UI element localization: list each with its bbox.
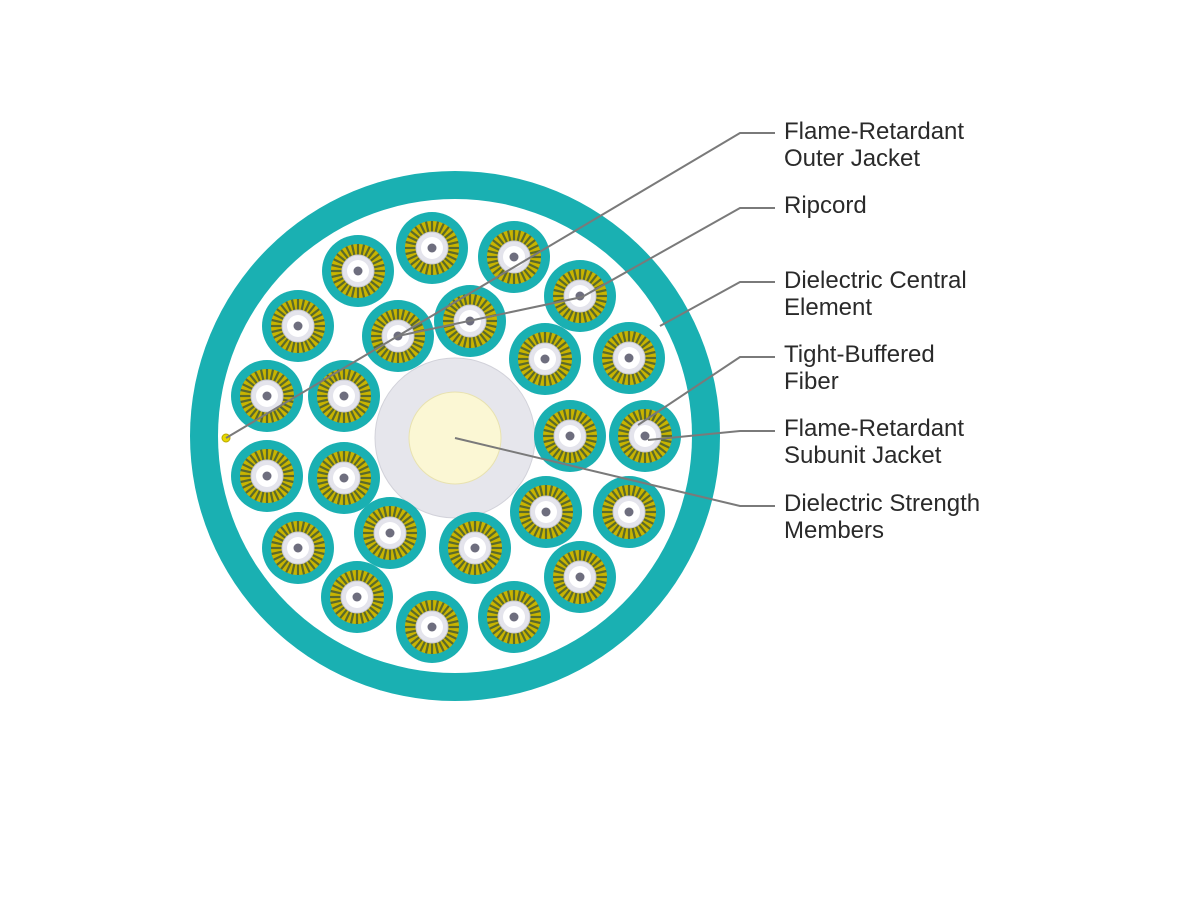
fiber-core bbox=[339, 473, 349, 483]
strength-yarn-strands bbox=[487, 590, 541, 644]
strength-yarn-strands bbox=[553, 269, 607, 323]
fiber-core bbox=[624, 507, 634, 517]
strength-yarn-strands bbox=[240, 449, 294, 503]
leader-line bbox=[225, 132, 775, 439]
leader-line bbox=[397, 207, 775, 337]
strength-yarn-strands bbox=[443, 294, 497, 348]
fiber-core bbox=[509, 612, 519, 622]
fiber-core bbox=[385, 528, 395, 538]
subunit bbox=[478, 581, 550, 653]
leader-line bbox=[637, 356, 775, 426]
strength-yarn-strands bbox=[317, 451, 371, 505]
subunit bbox=[439, 512, 511, 584]
subunit bbox=[321, 561, 393, 633]
fiber-core bbox=[509, 252, 519, 262]
subunit bbox=[262, 512, 334, 584]
fiber-core bbox=[262, 391, 272, 401]
label-line: Dielectric Central bbox=[784, 267, 967, 294]
fiber-core bbox=[575, 572, 585, 582]
subunit bbox=[322, 235, 394, 307]
subunit bbox=[593, 476, 665, 548]
strength-yarn-strands bbox=[331, 244, 385, 298]
fiber-core bbox=[352, 592, 362, 602]
label-line: Outer Jacket bbox=[784, 145, 920, 172]
fiber-core bbox=[540, 354, 550, 364]
strength-yarn-strands bbox=[371, 309, 425, 363]
label-line: Fiber bbox=[784, 368, 839, 395]
subunit bbox=[544, 541, 616, 613]
label-line: Subunit Jacket bbox=[784, 442, 942, 469]
strength-yarn-strands bbox=[602, 485, 656, 539]
strength-yarn-strands bbox=[330, 570, 384, 624]
subunit bbox=[396, 591, 468, 663]
strength-yarn-strands bbox=[602, 331, 656, 385]
subunit bbox=[354, 497, 426, 569]
strength-yarn-strands bbox=[271, 299, 325, 353]
subunit bbox=[544, 260, 616, 332]
fiber-core bbox=[339, 391, 349, 401]
label-line: Dielectric Strength bbox=[784, 490, 980, 517]
strength-yarn-strands bbox=[553, 550, 607, 604]
subunit bbox=[308, 442, 380, 514]
subunit bbox=[510, 476, 582, 548]
subunit bbox=[231, 360, 303, 432]
fiber-core bbox=[293, 543, 303, 553]
leader-line bbox=[454, 437, 775, 507]
fiber-core bbox=[293, 321, 303, 331]
subunit bbox=[509, 323, 581, 395]
fiber-core bbox=[427, 243, 437, 253]
fiber-core bbox=[541, 507, 551, 517]
label-line: Members bbox=[784, 517, 884, 544]
subunit bbox=[396, 212, 468, 284]
subunit bbox=[262, 290, 334, 362]
strength-yarn-strands bbox=[363, 506, 417, 560]
fiber-core bbox=[565, 431, 575, 441]
leader-lines bbox=[225, 132, 775, 507]
subunit bbox=[609, 400, 681, 472]
cable-cross-section bbox=[190, 171, 720, 701]
label-line: Flame-Retardant bbox=[784, 118, 964, 145]
fiber-core bbox=[470, 543, 480, 553]
strength-yarn-strands bbox=[448, 521, 502, 575]
strength-yarn-strands bbox=[405, 221, 459, 275]
strength-yarn-strands bbox=[618, 409, 672, 463]
strength-yarn-strands bbox=[519, 485, 573, 539]
strength-yarn-strands bbox=[543, 409, 597, 463]
fiber-core bbox=[624, 353, 634, 363]
strength-yarn-strands bbox=[405, 600, 459, 654]
strength-yarn-strands bbox=[271, 521, 325, 575]
strength-yarn-strands bbox=[518, 332, 572, 386]
fiber-core bbox=[427, 622, 437, 632]
label-line: Tight-Buffered bbox=[784, 341, 935, 368]
fiber-core bbox=[353, 266, 363, 276]
label-line: Ripcord bbox=[784, 192, 867, 219]
label-ripcord: Ripcord bbox=[784, 192, 867, 219]
subunit bbox=[308, 360, 380, 432]
label-line: Element bbox=[784, 294, 872, 321]
subunit bbox=[593, 322, 665, 394]
strength-yarn-strands bbox=[240, 369, 294, 423]
subunit bbox=[231, 440, 303, 512]
leader-line bbox=[659, 281, 775, 327]
fiber-core bbox=[640, 431, 650, 441]
subunit bbox=[534, 400, 606, 472]
subunit-group bbox=[231, 212, 681, 663]
label-line: Flame-Retardant bbox=[784, 415, 964, 442]
leader-line bbox=[647, 430, 775, 441]
fiber-core bbox=[262, 471, 272, 481]
